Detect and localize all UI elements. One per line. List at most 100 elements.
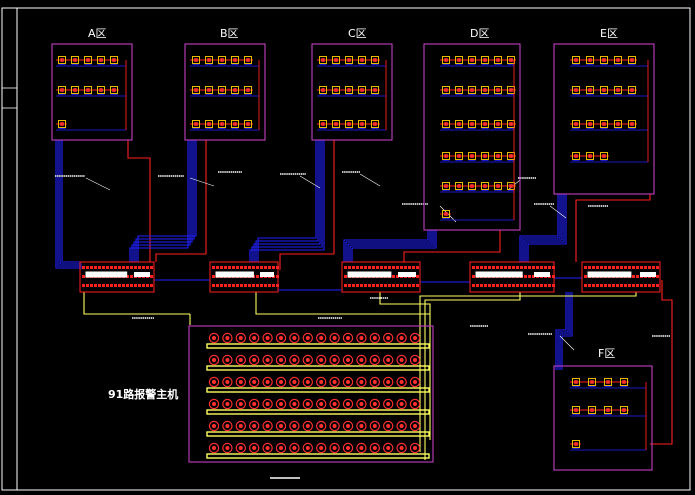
detector-ring xyxy=(289,398,300,410)
detector-device xyxy=(572,120,580,129)
wire xyxy=(525,194,565,262)
detector-device xyxy=(442,152,450,161)
wire xyxy=(403,230,501,262)
detector-ring xyxy=(248,376,260,388)
detector-ring xyxy=(409,420,421,432)
detector-device xyxy=(192,56,200,65)
detector-ring xyxy=(316,442,327,454)
detector-device xyxy=(604,378,612,387)
detector-device xyxy=(110,86,118,95)
detector-ring xyxy=(356,420,367,432)
detector-ring xyxy=(329,398,340,410)
detector-ring xyxy=(275,420,287,432)
detector-ring xyxy=(369,354,380,366)
detector-device xyxy=(192,120,200,129)
detector-ring xyxy=(235,376,246,388)
alarm-host-panel xyxy=(188,325,434,479)
detector-ring xyxy=(383,376,394,388)
detector-ring xyxy=(409,376,421,388)
detector-ring xyxy=(356,332,367,344)
detector-device xyxy=(97,56,105,65)
detector-device xyxy=(442,182,450,191)
detector-device xyxy=(620,378,628,387)
detector-ring xyxy=(222,420,233,432)
detector-device xyxy=(244,120,252,129)
detector-ring xyxy=(369,376,380,388)
detector-device xyxy=(507,86,515,95)
detector-ring xyxy=(248,332,260,344)
wire xyxy=(527,194,567,262)
detector-ring xyxy=(342,420,354,432)
detector-device xyxy=(468,182,476,191)
detector-device xyxy=(358,86,366,95)
detector-ring xyxy=(275,332,287,344)
detector-device xyxy=(600,56,608,65)
zone-boxes xyxy=(51,43,655,471)
detector-row xyxy=(206,398,430,415)
wire xyxy=(279,140,335,270)
detector-ring xyxy=(369,442,380,454)
detector-ring xyxy=(342,354,354,366)
detector-device xyxy=(358,56,366,65)
control-module xyxy=(469,261,555,293)
detector-device xyxy=(58,120,66,129)
detector-device xyxy=(231,56,239,65)
detector-device xyxy=(358,120,366,129)
detector-device xyxy=(442,86,450,95)
detector-ring xyxy=(302,420,313,432)
wire xyxy=(131,140,191,262)
detector-device xyxy=(600,120,608,129)
detector-ring xyxy=(289,354,300,366)
detector-ring xyxy=(329,442,340,454)
detector-row xyxy=(206,442,430,459)
detector-device xyxy=(319,86,327,95)
detector-device xyxy=(58,86,66,95)
detector-ring xyxy=(383,332,394,344)
wire xyxy=(561,292,573,370)
detector-device xyxy=(614,56,622,65)
zone-box-a xyxy=(51,43,133,141)
detector-row xyxy=(206,420,430,437)
detector-device xyxy=(371,56,379,65)
wire xyxy=(253,140,321,262)
wire xyxy=(345,230,431,262)
detector-ring xyxy=(356,442,367,454)
zone-label-e: E区 xyxy=(600,27,618,40)
detector-row xyxy=(206,376,430,393)
wire xyxy=(255,140,319,262)
detector-ring xyxy=(289,332,300,344)
host-frame xyxy=(188,325,434,463)
detector-device xyxy=(481,120,489,129)
detector-ring xyxy=(396,376,407,388)
zone-box-f xyxy=(553,365,653,471)
detector-device xyxy=(572,86,580,95)
detector-device xyxy=(319,56,327,65)
detector-device xyxy=(205,86,213,95)
detector-ring xyxy=(409,354,421,366)
detector-ring xyxy=(409,398,421,410)
title-strip xyxy=(1,7,18,491)
wire xyxy=(379,292,431,440)
detector-ring xyxy=(383,442,394,454)
detector-ring xyxy=(409,442,421,454)
detector-ring xyxy=(396,398,407,410)
zone-d xyxy=(423,43,521,231)
detector-device xyxy=(628,120,636,129)
detector-device xyxy=(481,152,489,161)
detector-device xyxy=(218,86,226,95)
wire xyxy=(135,140,195,262)
detector-ring xyxy=(383,420,394,432)
detector-device xyxy=(332,86,340,95)
detector-ring xyxy=(222,398,233,410)
detector-device xyxy=(468,120,476,129)
detector-device xyxy=(588,406,596,415)
detector-device xyxy=(332,120,340,129)
detector-device xyxy=(371,86,379,95)
detector-device xyxy=(620,406,628,415)
detector-ring xyxy=(356,354,367,366)
control-module xyxy=(581,261,661,293)
detector-device xyxy=(468,56,476,65)
detector-ring xyxy=(262,420,273,432)
detector-device xyxy=(468,152,476,161)
zone-b xyxy=(184,43,266,141)
